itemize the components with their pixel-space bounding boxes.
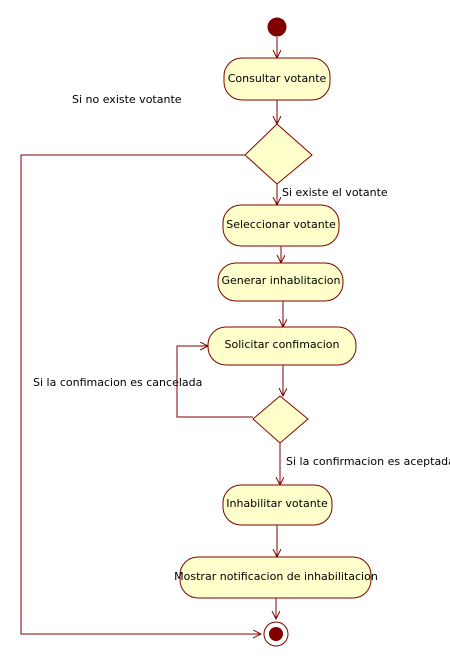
action-inhabilitar-votante: Inhabilitar votante [222,484,333,526]
action-label-mostrar: Mostrar notificacion de inhabilitacion [174,570,378,583]
action-label-solicitar: Solicitar confimacion [225,338,340,351]
action-mostrar-notificacion: Mostrar notificacion de inhabilitacion [174,556,378,599]
action-label-consultar: Consultar votante [228,72,327,85]
guard-existe-votante: Si existe el votante [282,186,388,199]
action-generar-inhablitacion: Generar inhablitacion [217,262,344,302]
action-label-generar: Generar inhablitacion [221,274,340,287]
action-consultar-votante: Consultar votante [223,57,331,101]
final-node [263,621,289,647]
guard-confirmacion-aceptada: Si la confirmacion es aceptada [286,455,450,468]
initial-node [267,17,287,37]
edges [20,37,283,634]
decision-node-existe [244,123,313,185]
action-label-seleccionar: Seleccionar votante [226,218,336,231]
action-solicitar-confimacion: Solicitar confimacion [207,326,357,366]
action-label-inhabilitar: Inhabilitar votante [226,497,328,510]
flow-decision2-cancelada-to-solicitar [176,346,253,418]
flow-decision1-no-existe-to-final [20,154,261,634]
guard-confimacion-cancelada: Si la confimacion es cancelada [33,376,202,389]
guard-no-existe-votante: Si no existe votante [72,93,182,106]
action-seleccionar-votante: Seleccionar votante [222,204,340,247]
decision-node-confirmacion [252,395,309,444]
